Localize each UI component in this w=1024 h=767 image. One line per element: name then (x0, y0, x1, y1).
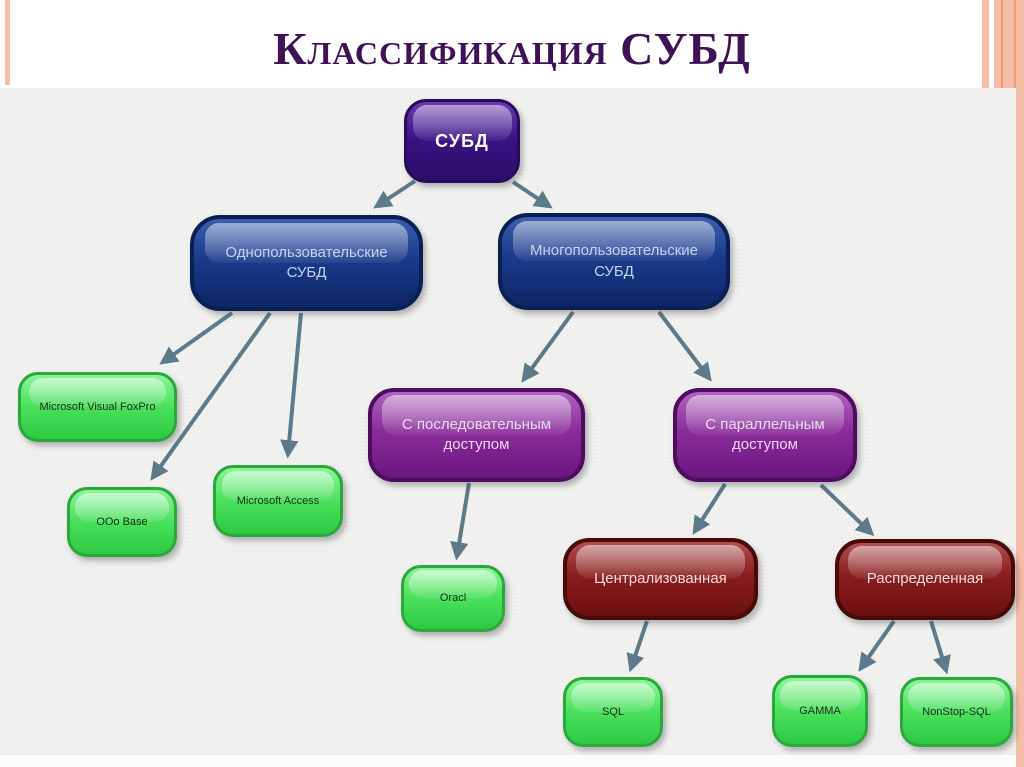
accent-stripe-left (5, 0, 10, 85)
node-sql: SQL (563, 677, 663, 747)
node-multi-user: Многопользовательские СУБД (498, 213, 730, 310)
node-label: С параллельным доступом (705, 415, 825, 453)
node-ooo-base: OOo Base (67, 487, 177, 557)
accent-stripe-right-edge (1016, 88, 1024, 767)
node-ms-access: Microsoft Access (213, 465, 343, 537)
node-distributed: Распределенная (835, 539, 1015, 620)
node-label: Microsoft Access (236, 494, 320, 507)
node-label: Централизованная (594, 569, 727, 587)
node-label: Распределенная (866, 570, 984, 588)
accent-line-right-2 (1014, 0, 1016, 88)
node-gamma: GAMMA (772, 675, 868, 747)
node-label: С последовательным доступом (401, 415, 552, 453)
node-label: SQL (601, 705, 624, 718)
node-label: OOo Base (96, 515, 148, 528)
node-single-user: Однопользовательские СУБД (190, 215, 423, 311)
page-title: Классификация СУБД (273, 23, 751, 74)
node-label: Microsoft Visual FoxPro (39, 400, 156, 413)
accent-band-right (994, 0, 1024, 88)
node-sequential: С последовательным доступом (368, 388, 585, 482)
node-nonstop-sql: NonStop-SQL (900, 677, 1013, 747)
node-foxpro: Microsoft Visual FoxPro (18, 372, 177, 442)
node-label: СУБД (435, 130, 489, 151)
node-oracl: Oracl (401, 565, 505, 632)
node-label: Однопользовательские СУБД (225, 243, 388, 281)
canvas-bottom-strip (0, 755, 1016, 767)
node-subd: СУБД (404, 99, 520, 183)
node-label: Oracl (439, 592, 467, 605)
node-label: NonStop-SQL (922, 705, 991, 718)
node-parallel: С параллельным доступом (673, 388, 857, 482)
node-centralized: Централизованная (563, 538, 758, 620)
accent-line-right-1 (1001, 0, 1003, 88)
node-label: Многопользовательские СУБД (529, 242, 699, 280)
node-label: GAMMA (799, 704, 841, 717)
accent-stripe-right-inner (982, 0, 989, 88)
slide-header: Классификация СУБД (0, 0, 1024, 88)
